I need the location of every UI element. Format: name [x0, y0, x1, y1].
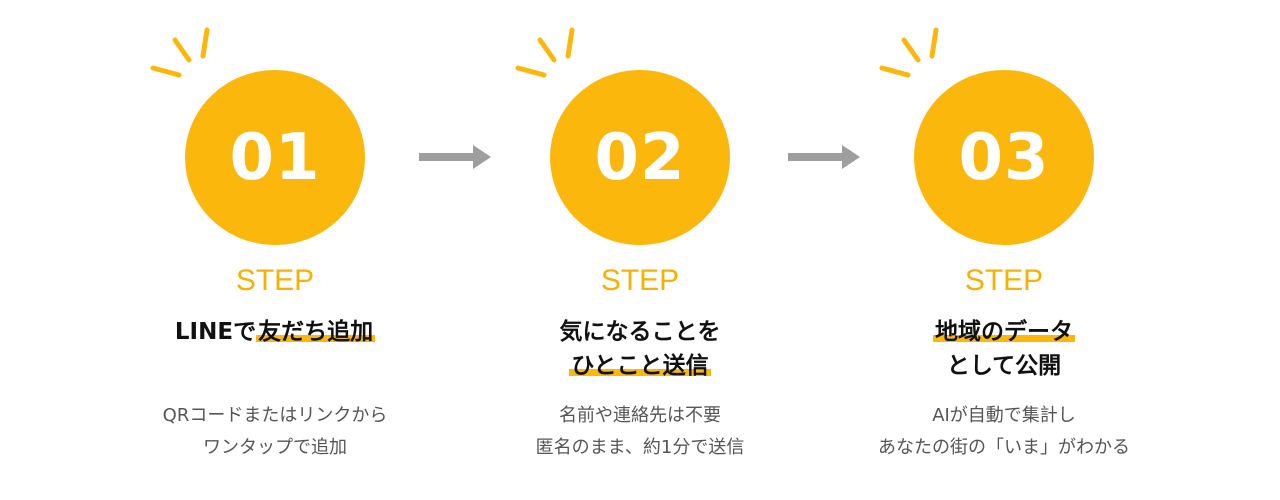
step-label: STEP — [964, 264, 1044, 297]
step-description: AIが自動で集計し あなたの街の「いま」がわかる — [844, 400, 1164, 464]
step-heading-text: として公開 — [946, 353, 1062, 379]
sparkle-rays-icon — [879, 27, 939, 78]
step-label: STEP — [600, 264, 680, 297]
step-description-line: QRコードまたはリンクから — [162, 405, 388, 426]
step-description-line: ワンタップで追加 — [203, 437, 347, 458]
step-heading: LINEで友だち追加 — [115, 315, 435, 349]
step-heading-highlight: ひとこと送信 — [569, 353, 711, 379]
step-number-circle: 01 — [185, 70, 365, 245]
step-description: 名前や連絡先は不要 匿名のまま、約1分で送信 — [480, 400, 800, 464]
step-description-line: 匿名のまま、約1分で送信 — [535, 437, 745, 458]
arrow-right-icon — [419, 145, 491, 169]
sparkle-rays-icon — [150, 27, 210, 78]
step-number: 02 — [594, 120, 686, 195]
step-02: 02 STEP 気になることを ひとこと送信 名前や連絡先は不要 匿名のまま、約… — [480, 0, 800, 500]
arrow-right-icon — [788, 145, 860, 169]
step-description-line: AIが自動で集計し — [932, 405, 1076, 426]
step-heading-highlight: 地域のデータ — [933, 319, 1075, 345]
step-heading: 気になることを ひとこと送信 — [480, 315, 800, 383]
step-number-circle: 02 — [550, 70, 730, 245]
step-heading: 地域のデータ として公開 — [844, 315, 1164, 383]
step-description-line: あなたの街の「いま」がわかる — [878, 437, 1130, 458]
step-heading-text: 気になることを — [559, 319, 721, 345]
step-heading-highlight: 友だち追加 — [256, 319, 376, 345]
step-description: QRコードまたはリンクから ワンタップで追加 — [115, 400, 435, 464]
step-03: 03 STEP 地域のデータ として公開 AIが自動で集計し あなたの街の「いま… — [844, 0, 1164, 500]
step-number: 01 — [229, 120, 321, 195]
step-description-line: 名前や連絡先は不要 — [559, 405, 721, 426]
step-01: 01 STEP LINEで友だち追加 QRコードまたはリンクから ワンタップで追… — [115, 0, 435, 500]
step-label: STEP — [235, 264, 315, 297]
step-heading-text: LINEで — [174, 319, 257, 345]
sparkle-rays-icon — [515, 27, 575, 78]
step-number: 03 — [958, 120, 1050, 195]
step-number-circle: 03 — [914, 70, 1094, 245]
